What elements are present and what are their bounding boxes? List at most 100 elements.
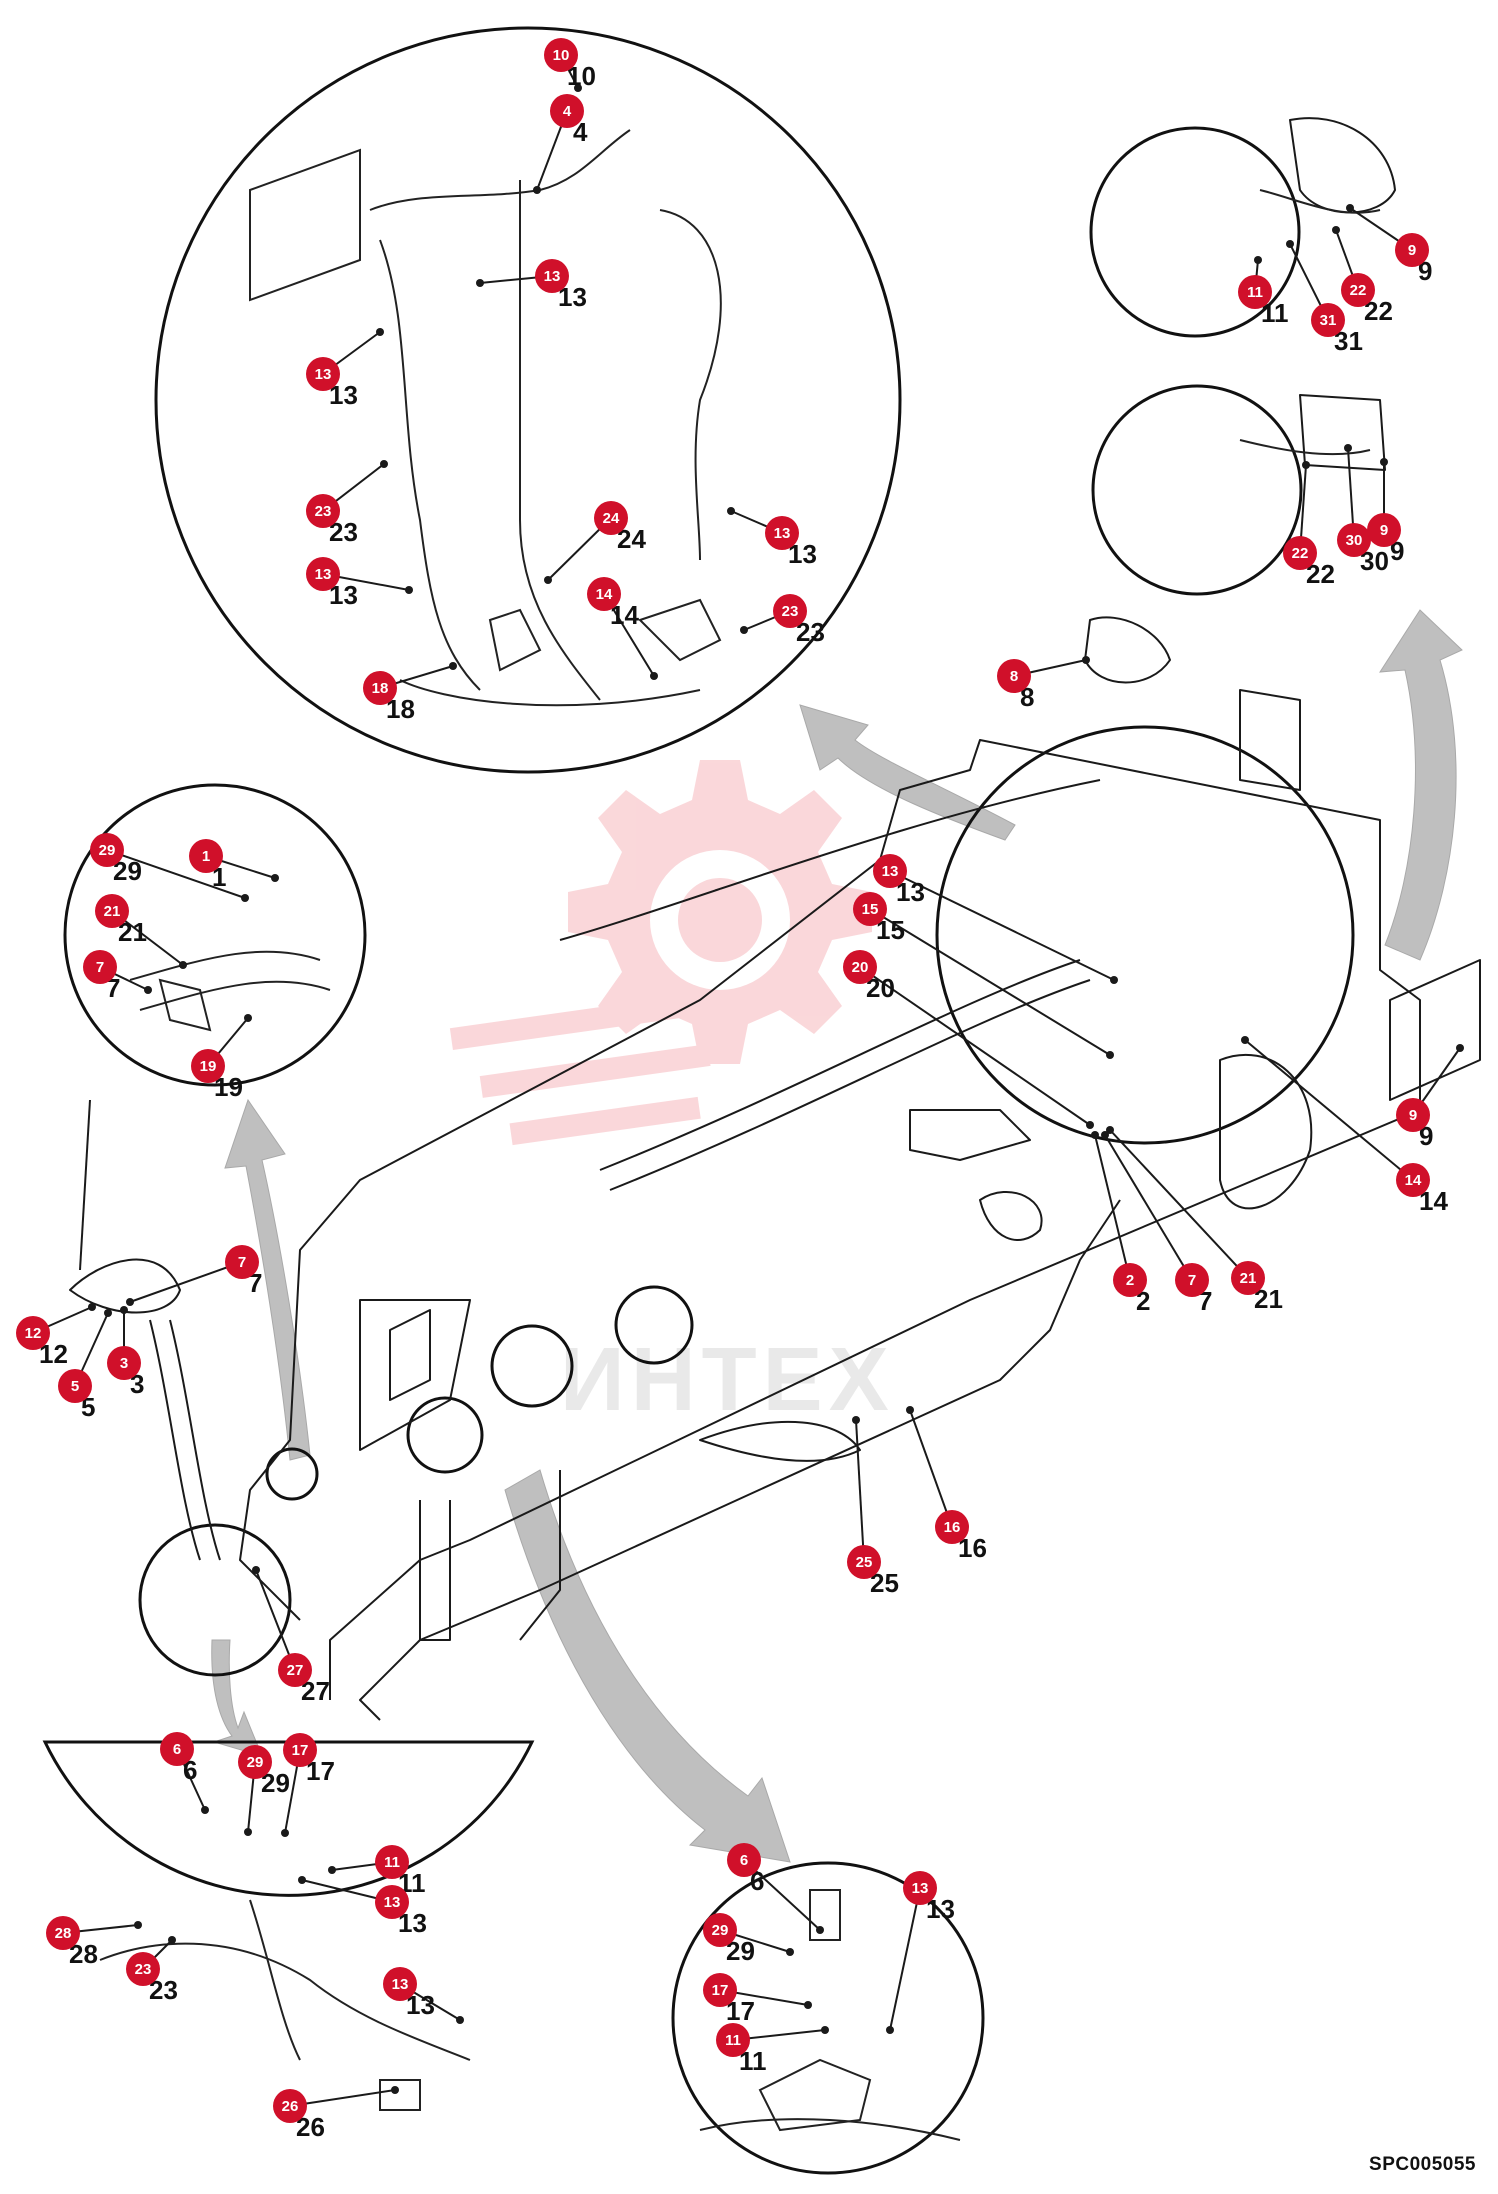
callout-target-dot xyxy=(1286,240,1294,248)
callout-target-dot xyxy=(804,2001,812,2009)
callout-target-dot xyxy=(120,1306,128,1314)
callout-target-dot xyxy=(476,279,484,287)
watermark-logo xyxy=(449,760,872,1146)
callout-badge xyxy=(935,1510,969,1544)
callout-number: 29 xyxy=(712,1922,729,1939)
callout-group: 1010441313131323231313242413131414232318… xyxy=(16,38,1464,2142)
callout-target-dot xyxy=(906,1406,914,1414)
callout-number: 13 xyxy=(544,268,561,285)
callout-number: 13 xyxy=(912,1880,929,1897)
callout-target-dot xyxy=(544,576,552,584)
callout-target-dot xyxy=(252,1566,260,1574)
callout-badge xyxy=(1396,1098,1430,1132)
callout-target-dot xyxy=(821,2026,829,2034)
callout-badge xyxy=(587,577,621,611)
callout-badge xyxy=(90,833,124,867)
callout-badge xyxy=(1311,303,1345,337)
callout-3: 33 xyxy=(107,1306,144,1399)
callout-target-dot xyxy=(456,2016,464,2024)
callout-badge xyxy=(703,1973,737,2007)
callout-badge xyxy=(550,94,584,128)
callout-target-dot xyxy=(1086,1121,1094,1129)
callout-badge xyxy=(16,1316,50,1350)
callout-badge xyxy=(46,1916,80,1950)
callout-badge xyxy=(535,259,569,293)
callout-number: 1 xyxy=(202,848,210,865)
callout-number: 9 xyxy=(1408,242,1416,259)
callout-number: 17 xyxy=(292,1742,309,1759)
callout-badge xyxy=(703,1913,737,1947)
callout-target-dot xyxy=(1110,976,1118,984)
callout-target-dot xyxy=(886,2026,894,2034)
callout-badge xyxy=(160,1732,194,1766)
callout-5: 55 xyxy=(58,1309,112,1422)
pointer-arrows xyxy=(211,609,1463,1863)
callout-number: 2 xyxy=(1126,1272,1134,1289)
callout-target-dot xyxy=(1106,1126,1114,1134)
callout-target-dot xyxy=(533,186,541,194)
callout-target-dot xyxy=(168,1936,176,1944)
callout-badge xyxy=(95,894,129,928)
callout-number: 6 xyxy=(740,1852,748,1869)
callout-target-dot xyxy=(88,1303,96,1311)
callout-target-dot xyxy=(449,662,457,670)
callout-badge xyxy=(1395,233,1429,267)
callout-number: 16 xyxy=(944,1519,961,1536)
callout-number: 14 xyxy=(1405,1172,1422,1189)
callout-number: 29 xyxy=(247,1754,264,1771)
callout-target-dot xyxy=(244,1828,252,1836)
callout-target-dot xyxy=(1091,1131,1099,1139)
callout-badge xyxy=(765,516,799,550)
callout-target-dot xyxy=(134,1921,142,1929)
callout-badge xyxy=(1283,536,1317,570)
callout-number: 11 xyxy=(1247,284,1263,301)
callout-number: 23 xyxy=(135,1961,152,1978)
callout-target-dot xyxy=(1456,1044,1464,1052)
callout-number: 13 xyxy=(315,566,332,583)
callout-badge xyxy=(83,950,117,984)
callout-target-dot xyxy=(1254,256,1262,264)
callout-target-dot xyxy=(1332,226,1340,234)
callout-badge xyxy=(847,1545,881,1579)
callout-number: 28 xyxy=(55,1925,72,1942)
callout-leader-line xyxy=(889,1887,921,2031)
callout-leader-line xyxy=(909,1409,953,1528)
callout-badge xyxy=(273,2089,307,2123)
callout-leader-line xyxy=(129,1261,243,1303)
callout-target-dot xyxy=(380,460,388,468)
callout-target-dot xyxy=(727,507,735,515)
callout-target-dot xyxy=(126,1298,134,1306)
callout-number: 26 xyxy=(282,2098,299,2115)
callout-leader-line xyxy=(106,849,246,899)
callout-number: 19 xyxy=(200,1058,217,1075)
callout-badge xyxy=(716,2023,750,2057)
callout-number: 13 xyxy=(882,863,899,880)
callout-badge xyxy=(843,950,877,984)
callout-target-dot xyxy=(298,1876,306,1884)
callout-target-dot xyxy=(405,586,413,594)
callout-leader-line xyxy=(289,2089,396,2107)
callout-leader-line xyxy=(255,1569,296,1671)
callout-badge xyxy=(1238,275,1272,309)
callout-badge xyxy=(191,1049,225,1083)
callout-number: 8 xyxy=(1010,668,1018,685)
callout-7: 77 xyxy=(1101,1131,1212,1316)
callout-badge xyxy=(383,1967,417,2001)
callout-number: 5 xyxy=(71,1378,79,1395)
callout-target-dot xyxy=(271,874,279,882)
callout-leader-line xyxy=(859,966,1091,1126)
